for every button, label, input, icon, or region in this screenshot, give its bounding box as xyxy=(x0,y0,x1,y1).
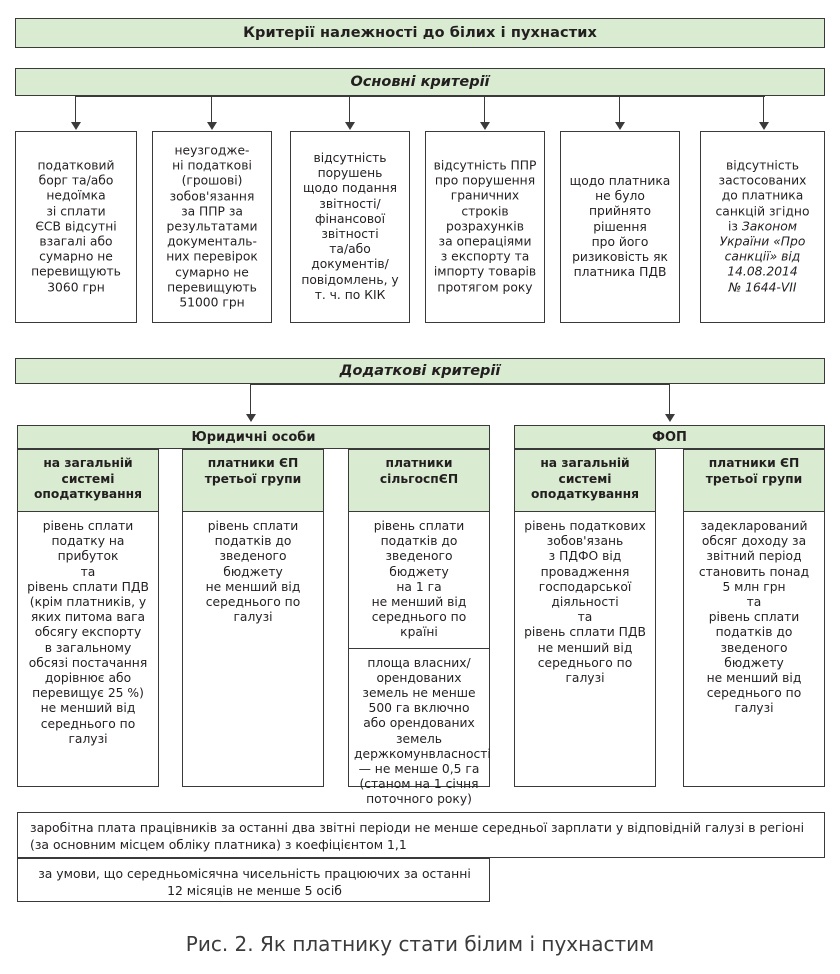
legal-column-agricultural-single-tax: платники сільгоспЄП рівень сплати податк… xyxy=(348,449,491,806)
main-criteria-text-2: неузгодже- ні податкові (грошові) зобов'… xyxy=(166,143,258,310)
main-criteria-heading: Основні критерії xyxy=(350,74,490,90)
main-criteria-text-6-plain: відсутність застосованих до платника сан… xyxy=(715,158,810,234)
main-connector-2 xyxy=(211,96,213,124)
legal-column-agricultural-single-tax-head: платники сільгоспЄП xyxy=(349,450,489,512)
additional-criteria-heading: Додаткові критерії xyxy=(339,363,501,379)
main-criteria-text-6: відсутність застосованих до платника сан… xyxy=(701,159,824,296)
fop-column-single-tax-group3-head: платники ЄП третьої групи xyxy=(684,450,824,512)
legal-column-single-tax-group3-cell-1: рівень сплати податків до зведеного бюдж… xyxy=(205,519,301,625)
fop-column-general-system-cell-1: рівень податкових зобов'язань з ПДФО від… xyxy=(524,519,646,686)
legal-column-agricultural-single-tax-cell-1: рівень сплати податків до зведеного бюдж… xyxy=(349,512,489,649)
main-arrow-4 xyxy=(480,122,490,130)
main-criteria-box-4: відсутність ППР про порушення граничних … xyxy=(425,131,545,323)
main-criteria-text-3: відсутність порушень щодо подання звітно… xyxy=(301,150,399,302)
main-criteria-box-1: податковий борг та/або недоїмка зі сплат… xyxy=(15,131,137,323)
fop-column-general-system: на загальній системі оподаткування рівен… xyxy=(514,449,656,787)
footer-condition-headcount-text: за умови, що середньомісячна чисельність… xyxy=(38,866,471,898)
main-arrow-5 xyxy=(615,122,625,130)
main-criteria-box-3: відсутність порушень щодо подання звітно… xyxy=(290,131,410,323)
main-criteria-header: Основні критерії xyxy=(15,68,825,96)
main-connector-4 xyxy=(484,96,486,124)
group-title-fop-label: ФОП xyxy=(652,429,687,445)
additional-arrow-fop xyxy=(665,414,675,422)
main-connector-5 xyxy=(619,96,621,124)
legal-column-agricultural-single-tax-cell-2: площа власних/ орендованих земель не мен… xyxy=(354,655,491,807)
main-connector-1 xyxy=(75,96,77,124)
main-criteria-text-6-law: Законом України «Про санкції» від 14.08.… xyxy=(719,219,806,295)
figure-title: Критерії належності до білих і пухнастих xyxy=(243,25,597,41)
main-criteria-text-1: податковий борг та/або недоїмка зі сплат… xyxy=(31,158,121,295)
footer-condition-headcount: за умови, що середньомісячна чисельність… xyxy=(17,858,490,902)
main-connector-3 xyxy=(349,96,351,124)
additional-arrow-legal xyxy=(246,414,256,422)
legal-column-general-system-head: на загальній системі оподаткування xyxy=(18,450,158,512)
figure-caption: Рис. 2. Як платнику стати білим і пухнас… xyxy=(185,932,655,956)
fop-column-single-tax-group3-cell-1: задекларований обсяг доходу за звітний п… xyxy=(698,519,810,716)
fop-column-single-tax-group3: платники ЄП третьої групи задекларований… xyxy=(683,449,825,787)
additional-criteria-header: Додаткові критерії xyxy=(15,358,825,384)
additional-criteria-bus xyxy=(250,384,670,386)
main-arrow-3 xyxy=(345,122,355,130)
footer-condition-salary: заробітна плата працівників за останні д… xyxy=(17,812,825,858)
group-title-legal-entities: Юридичні особи xyxy=(17,425,490,449)
main-criteria-bus xyxy=(75,96,765,98)
additional-connector-fop xyxy=(669,384,671,416)
figure-title-box: Критерії належності до білих і пухнастих xyxy=(15,18,825,48)
fop-column-general-system-head: на загальній системі оподаткування xyxy=(515,450,655,512)
main-criteria-box-2: неузгодже- ні податкові (грошові) зобов'… xyxy=(152,131,272,323)
main-criteria-text-4: відсутність ППР про порушення граничних … xyxy=(433,158,537,295)
additional-connector-legal xyxy=(250,384,252,416)
legal-column-general-system-cell-1: рівень сплати податку на прибуток та рів… xyxy=(27,519,149,746)
main-arrow-1 xyxy=(71,122,81,130)
footer-condition-salary-text: заробітна плата працівників за останні д… xyxy=(30,820,805,852)
main-connector-6 xyxy=(763,96,765,124)
legal-column-single-tax-group3-head: платники ЄП третьої групи xyxy=(183,450,323,512)
legal-column-general-system: на загальній системі оподаткування рівен… xyxy=(17,449,159,787)
main-arrow-6 xyxy=(759,122,769,130)
group-title-fop: ФОП xyxy=(514,425,825,449)
group-title-legal-entities-label: Юридичні особи xyxy=(191,429,316,445)
main-criteria-box-5: щодо платника не було прийнято рішення п… xyxy=(560,131,680,323)
legal-column-single-tax-group3: платники ЄП третьої групи рівень сплати … xyxy=(182,449,324,787)
main-criteria-text-5: щодо платника не було прийнято рішення п… xyxy=(569,173,671,280)
main-criteria-box-6: відсутність застосованих до платника сан… xyxy=(700,131,825,323)
main-arrow-2 xyxy=(207,122,217,130)
